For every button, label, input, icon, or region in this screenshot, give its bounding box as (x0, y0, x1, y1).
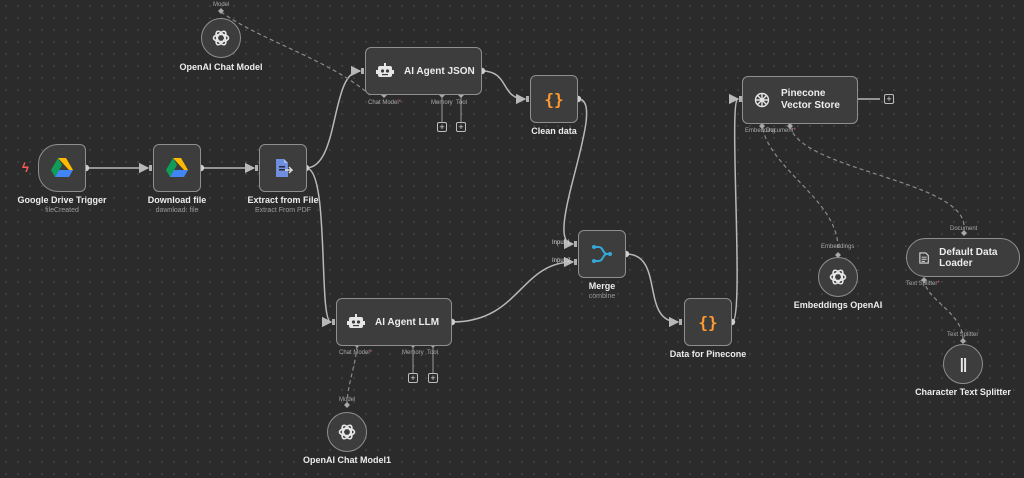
port-text: Text Splitter (906, 281, 938, 287)
node-merge-caption: Merge combine (532, 281, 672, 302)
google-drive-icon (51, 158, 73, 177)
splitter-icon: || (959, 355, 967, 373)
node-title: Extract from File (247, 195, 319, 205)
wire-agent-json-to-clean[interactable] (481, 70, 527, 105)
node-subtitle: fileCreated (45, 207, 79, 214)
robot-icon (347, 314, 365, 328)
node-ai-agent-json[interactable]: AI Agent JSON (365, 47, 482, 95)
node-character-text-splitter-caption: Character Text Splitter (913, 387, 1013, 398)
add-memory-button[interactable]: + (408, 373, 418, 383)
node-clean-data-caption: Clean data (484, 126, 624, 137)
required-mark: * (793, 128, 796, 134)
node-title: Embeddings OpenAI (793, 300, 883, 310)
port-text: Chat Model (368, 100, 399, 106)
port-label-text-splitter: Text Splitter (947, 332, 979, 338)
node-title: Data for Pinecone (669, 349, 747, 359)
node-title: Clean data (531, 126, 577, 136)
node-ai-agent-llm[interactable]: AI Agent LLM (336, 298, 452, 346)
node-embeddings-openai[interactable] (818, 257, 858, 297)
node-title: Pinecone Vector Store (781, 88, 840, 111)
dash-loader-to-store[interactable] (789, 125, 965, 226)
dash-openai-to-agent-json[interactable] (220, 11, 371, 96)
add-output-button[interactable]: + (884, 94, 894, 104)
wire-clean-to-merge[interactable] (563, 98, 588, 250)
wire-agent-llm-to-merge[interactable] (451, 256, 575, 323)
node-title: Default Data Loader (939, 246, 998, 269)
node-data-for-pinecone-caption: Data for Pinecone (638, 349, 778, 360)
node-clean-data[interactable]: {} (530, 75, 578, 123)
wire-data-pinecone-to-store[interactable] (728, 93, 740, 323)
node-title: OpenAI Chat Model1 (302, 455, 391, 465)
node-openai-chat-model1[interactable] (327, 412, 367, 452)
node-download-file[interactable] (153, 144, 201, 192)
port-label-model: Model (213, 2, 230, 8)
port-text: Chat Model (339, 350, 370, 356)
port-label-embedding: Embedding (745, 128, 776, 134)
port-label-chat-model: Chat Model* (368, 100, 401, 106)
pinecone-icon (754, 92, 770, 108)
node-default-data-loader[interactable]: Default Data Loader (906, 238, 1020, 277)
add-tool-button[interactable]: + (456, 122, 466, 132)
node-openai-chat-model1-caption: OpenAI Chat Model1 (277, 455, 417, 466)
node-extract-from-file-caption: Extract from File Extract From PDF (213, 195, 353, 216)
node-title: OpenAI Chat Model (179, 62, 263, 72)
node-merge[interactable] (578, 230, 626, 278)
document-icon (919, 251, 929, 264)
node-title: Merge (588, 281, 616, 291)
openai-icon (338, 424, 356, 440)
port-label-document: Document* (766, 128, 796, 134)
node-google-drive-trigger-caption: Google Drive Trigger fileCreated (0, 195, 132, 216)
dash-embeddings-to-store[interactable] (761, 125, 839, 249)
port-label-embeddings: Embeddings (821, 244, 855, 250)
node-title: Google Drive Trigger (17, 195, 107, 205)
robot-icon (376, 63, 394, 77)
node-character-text-splitter[interactable]: || (943, 344, 983, 384)
port-label-memory: Memory (431, 100, 453, 106)
required-mark: * (398, 100, 402, 106)
node-title: AI Agent LLM (375, 316, 440, 328)
node-google-drive-trigger[interactable] (38, 144, 86, 192)
node-title: Download file (147, 195, 207, 205)
node-title: Character Text Splitter (915, 387, 1011, 397)
openai-icon (212, 30, 230, 46)
required-mark: * (369, 350, 373, 356)
node-openai-chat-model-caption: OpenAI Chat Model (151, 62, 291, 73)
node-download-file-caption: Download file download: file (107, 195, 247, 216)
wire-merge-to-data-pinecone[interactable] (625, 253, 680, 328)
node-title: AI Agent JSON (404, 65, 475, 77)
extract-file-icon (276, 159, 293, 177)
google-drive-icon (166, 158, 188, 177)
node-subtitle: download: file (155, 207, 199, 214)
code-braces-icon: {} (544, 89, 564, 109)
add-memory-button[interactable]: + (437, 122, 447, 132)
node-subtitle: combine (588, 293, 616, 300)
add-tool-button[interactable]: + (428, 373, 438, 383)
port-label-text-splitter: Text Splitter* (906, 281, 940, 287)
node-data-for-pinecone[interactable]: {} (684, 298, 732, 346)
port-label-model: Model (339, 397, 356, 403)
node-extract-from-file[interactable] (259, 144, 307, 192)
dash-openai1-to-agent-llm[interactable] (346, 344, 358, 406)
port-label-chat-model: Chat Model* (339, 350, 372, 356)
node-openai-chat-model[interactable] (201, 18, 241, 58)
merge-input-1-label: Input 1 (552, 240, 571, 246)
port-text: Document (766, 128, 794, 134)
port-label-document: Document (950, 226, 978, 232)
wire-extract-to-agent-llm[interactable] (305, 167, 333, 328)
wire-extract-to-agent-json[interactable] (305, 65, 362, 169)
port-label-tool: Tool (456, 100, 468, 106)
dash-splitter-to-loader[interactable] (923, 278, 964, 341)
lightning-bolt-icon: ϟ (22, 160, 29, 175)
code-braces-icon: {} (698, 312, 718, 332)
node-subtitle: Extract From PDF (254, 207, 311, 214)
node-embeddings-openai-caption: Embeddings OpenAI (768, 300, 908, 311)
node-pinecone-vector-store[interactable]: Pinecone Vector Store (742, 76, 858, 124)
openai-icon (829, 269, 847, 285)
merge-icon (592, 245, 612, 263)
merge-input-2-label: Input 2 (552, 258, 571, 264)
port-label-tool: Tool (427, 350, 439, 356)
port-label-memory: Memory (402, 350, 424, 356)
required-mark: * (937, 281, 940, 287)
